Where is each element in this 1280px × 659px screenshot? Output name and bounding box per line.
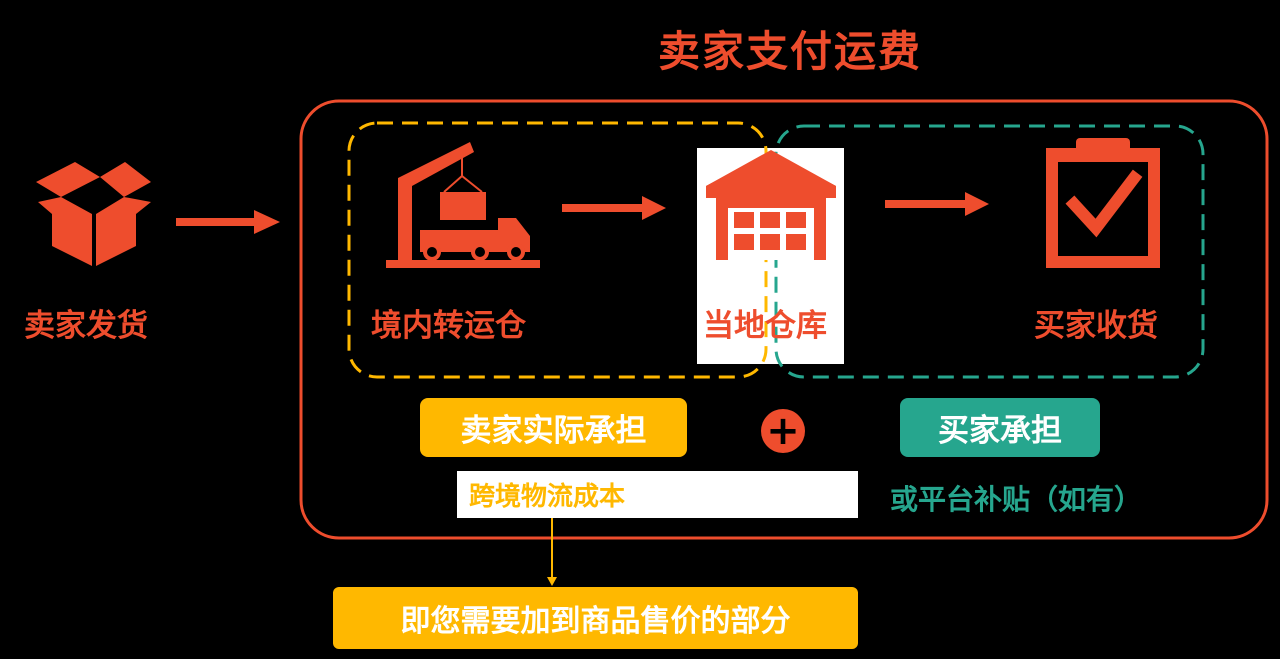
- buyer-cost-detail: 或平台补贴（如有）: [890, 483, 1143, 516]
- page-title: 卖家支付运费: [657, 27, 922, 76]
- node-seller-ship: 卖家发货: [24, 308, 148, 344]
- node-buyer-receive: 买家收货: [1034, 308, 1158, 344]
- seller-cost-detail: 跨境物流成本: [457, 471, 858, 518]
- buyer-bears-pill: 买家承担: [900, 398, 1100, 457]
- arrow-right-icon: [176, 210, 280, 234]
- box-icon: [36, 162, 151, 266]
- connector-arrowhead: [547, 577, 557, 586]
- warehouse-icon-overlay: [706, 152, 836, 260]
- payment-frame: [299, 99, 1269, 540]
- crane-truck-icon: [386, 142, 540, 268]
- plus-icon: +: [761, 409, 805, 453]
- node-local-warehouse: 当地仓库: [703, 308, 827, 344]
- add-to-price-bar: 即您需要加到商品售价的部分: [333, 587, 858, 649]
- node-transit-warehouse: 境内转运仓: [371, 308, 526, 344]
- clipboard-check-icon: [1046, 138, 1160, 268]
- buyer-zone-border: [774, 124, 1205, 379]
- arrow-right-icon: [562, 196, 666, 220]
- seller-bears-pill: 卖家实际承担: [420, 398, 687, 457]
- arrow-right-icon: [885, 192, 989, 216]
